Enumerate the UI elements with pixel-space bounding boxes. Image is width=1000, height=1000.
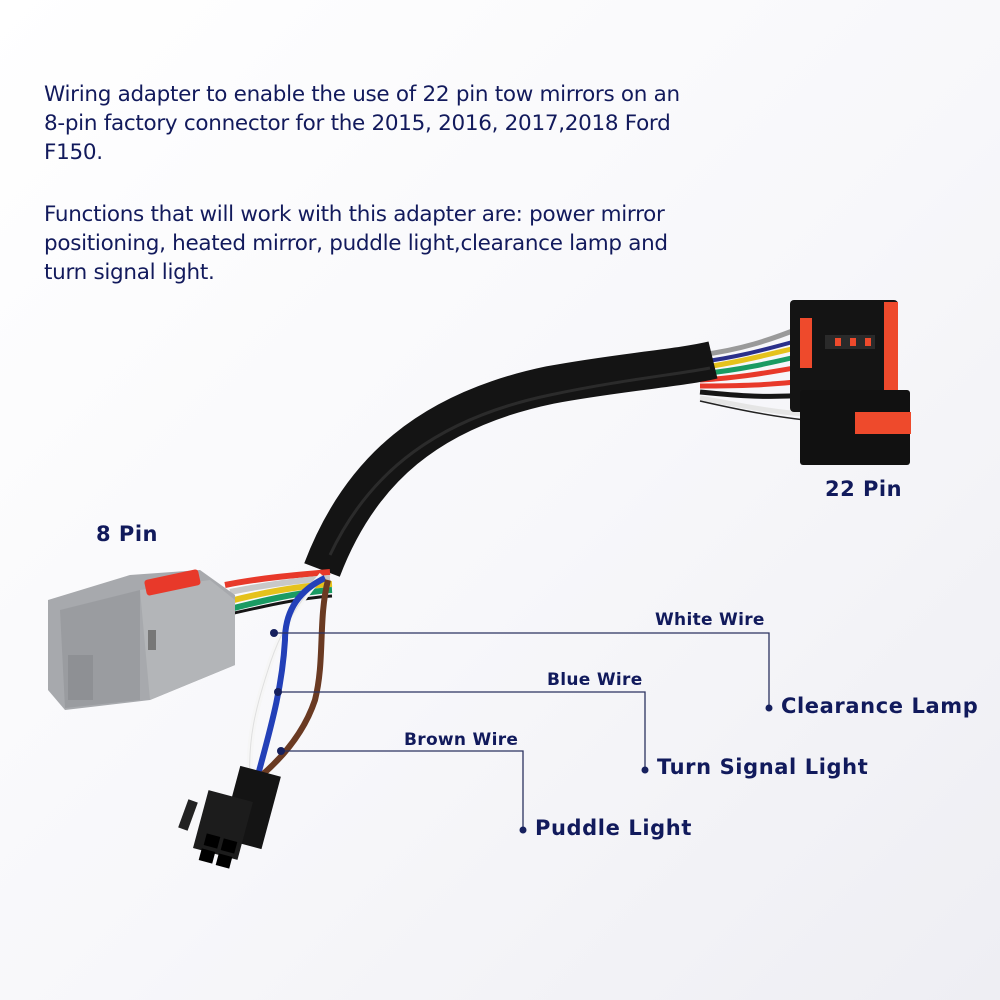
description-line: Wiring adapter to enable the use of 22 p…	[44, 82, 680, 107]
description-line: F150.	[44, 140, 103, 165]
white-wire-label: White Wire	[655, 610, 765, 630]
turn-signal-bullet	[641, 766, 649, 774]
blue-wire	[255, 575, 327, 776]
4-pin-connector	[178, 765, 281, 869]
puddle-light-bullet	[519, 826, 527, 834]
description-line: Functions that will work with this adapt…	[44, 202, 665, 227]
description-line: turn signal light.	[44, 260, 215, 285]
description-line: 8-pin factory connector for the 2015, 20…	[44, 111, 671, 136]
blue-wire-dot	[274, 688, 282, 696]
description-paragraph-1: Wiring adapter to enable the use of 22 p…	[44, 80, 804, 167]
leader-dots	[270, 629, 773, 834]
white-wire-dot	[270, 629, 278, 637]
turn-signal-light-label: Turn Signal Light	[657, 755, 869, 779]
clearance-lamp-bullet	[765, 704, 773, 712]
brown-wire-leader	[281, 750, 524, 828]
brown-wire-dot	[277, 747, 285, 755]
description-line: positioning, heated mirror, puddle light…	[44, 231, 668, 256]
white-wire-leader	[274, 632, 770, 706]
8-pin-label: 8 Pin	[96, 522, 158, 546]
cable-sheath	[304, 341, 718, 577]
description-paragraph-2: Functions that will work with this adapt…	[44, 200, 804, 287]
brown-wire-label: Brown Wire	[404, 730, 519, 750]
blue-wire-leader	[278, 691, 646, 768]
8-pin-connector	[48, 569, 235, 710]
22-pin-label: 22 Pin	[825, 477, 903, 501]
leader-lines	[274, 632, 770, 828]
22-pin-connector	[790, 300, 911, 465]
puddle-light-label: Puddle Light	[535, 816, 692, 840]
clearance-lamp-label: Clearance Lamp	[781, 694, 979, 718]
blue-wire-label: Blue Wire	[547, 670, 643, 690]
